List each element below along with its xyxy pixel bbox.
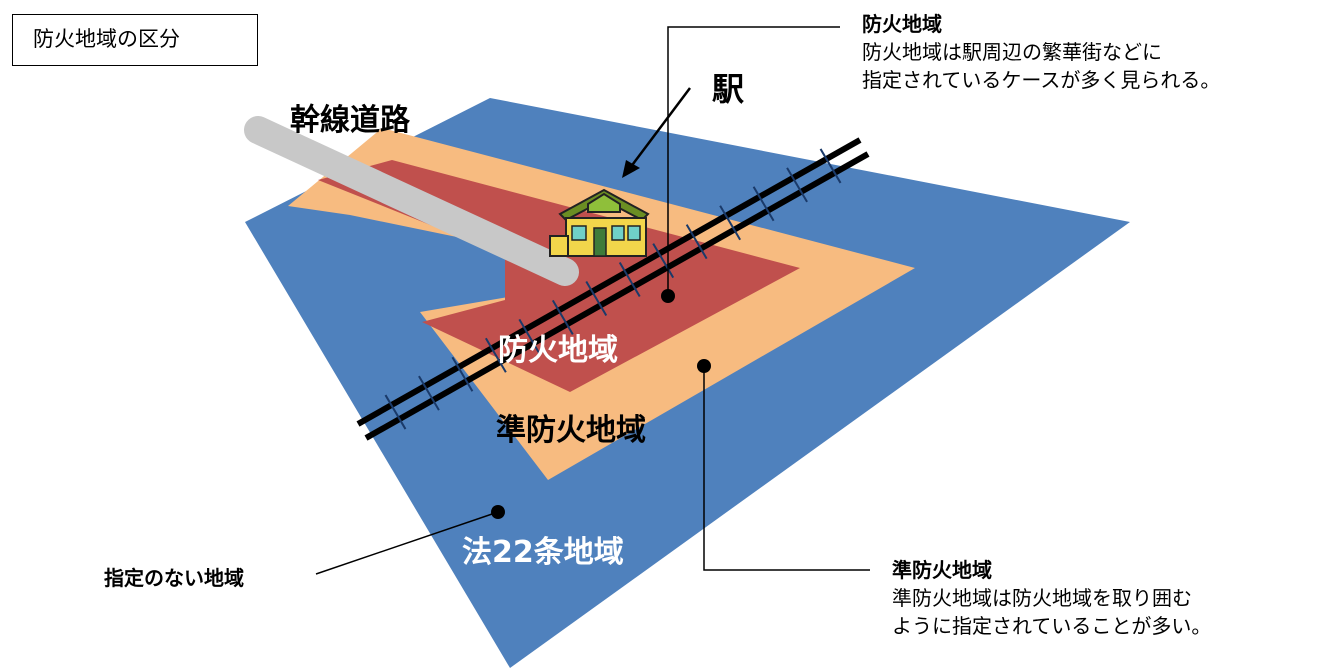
rail-tie [518, 318, 541, 354]
quasi-fire-zone-marker [697, 359, 711, 373]
trunk-road [244, 116, 579, 286]
fire-zone-callout-heading: 防火地域 [862, 12, 942, 36]
railway [356, 137, 870, 441]
rail-tie [819, 148, 842, 184]
station-label: 駅 [712, 70, 744, 108]
fire-zone-label: 防火地域 [498, 333, 618, 368]
rail-tie [652, 243, 675, 279]
rail-tie [418, 375, 440, 411]
station-building-icon [549, 188, 650, 257]
station-arrow [622, 87, 691, 178]
quasi-fire-zone-callout: 準防火地域 準防火地域は防火地域を取り囲む ように指定されていることが多い。 [892, 556, 1211, 640]
fire-zone-callout-line: 指定されているケースが多く見られる。 [862, 68, 1221, 92]
quasi-fire-zone-label: 準防火地域 [496, 413, 646, 448]
fire-zone-callout: 防火地域 防火地域は駅周辺の繁華街などに 指定されているケースが多く見られる。 [862, 10, 1220, 94]
unassigned-zone-marker [491, 505, 505, 519]
rail-tie [719, 205, 741, 241]
rail-tie [384, 394, 407, 430]
rail-tie [551, 299, 574, 335]
rail-tie [485, 337, 507, 373]
rail-tie [685, 224, 708, 260]
rail-tie [618, 262, 641, 298]
article22-zone-label: 法22条地域 [462, 535, 624, 570]
unassigned-zone-label: 指定のない地域 [104, 566, 244, 590]
leader-lines [315, 26, 870, 575]
fire-zone-marker [661, 289, 675, 303]
fire-zone-callout-line: 防火地域は駅周辺の繁華街などに [862, 40, 1162, 64]
quasi-fire-zone-callout-heading: 準防火地域 [892, 558, 992, 582]
rail-tie [585, 280, 608, 316]
rail-tie [786, 167, 808, 203]
trunk-road-label: 幹線道路 [290, 103, 411, 138]
diagram-title: 防火地域の区分 [12, 14, 258, 66]
quasi-fire-zone-callout-line: ように指定されていることが多い。 [892, 614, 1212, 638]
quasi-fire-zone-callout-line: 準防火地域は防火地域を取り囲む [892, 586, 1192, 610]
rail-tie [451, 356, 474, 392]
rail-tie [752, 186, 775, 222]
